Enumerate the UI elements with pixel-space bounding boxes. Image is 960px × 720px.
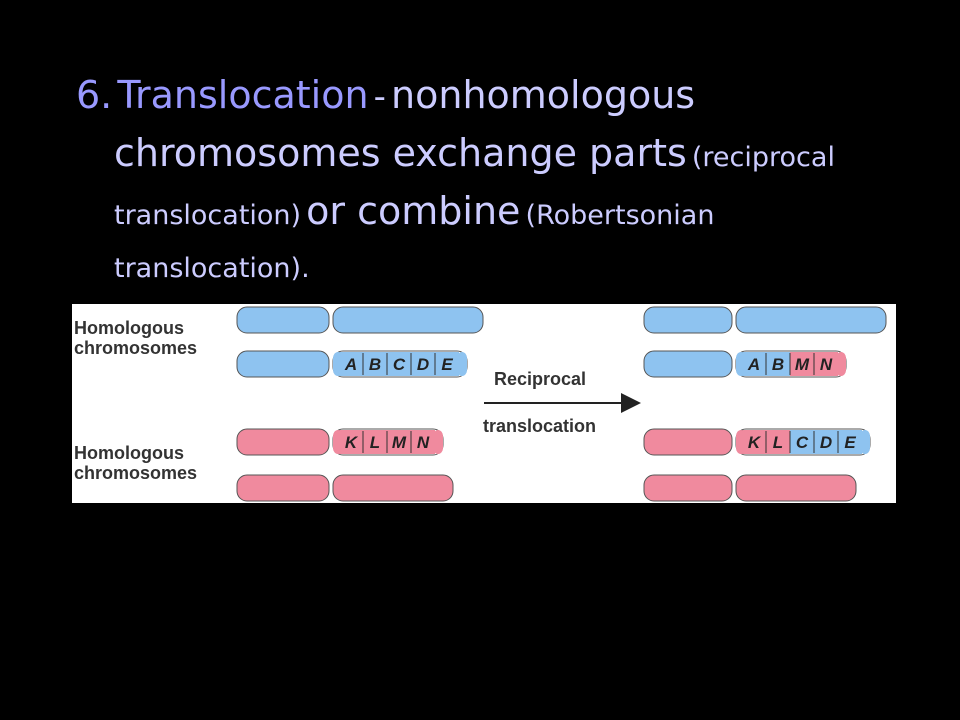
translocation-figure: Homologous chromosomes Homologous chromo… (72, 304, 896, 503)
gene-label: L (370, 433, 380, 452)
chromosome-blue-1-long-arm (332, 306, 484, 334)
arrow-label-top: Reciprocal (494, 369, 586, 389)
chromosome-red-3-band (838, 430, 862, 454)
chromosome-red-3-band (766, 430, 790, 454)
chromosome-blue-4-band (790, 352, 814, 376)
translocation-diagram: Homologous chromosomes Homologous chromo… (74, 306, 887, 502)
chromosome-blue-2-cap-right (457, 352, 467, 376)
chromosome-red-3-cap-left (736, 430, 746, 454)
group-label-1a: Homologous (74, 318, 184, 338)
heading-text-2: chromosomes exchange parts (114, 131, 687, 175)
heading-dash: - (373, 77, 386, 117)
chromosome-red-4-short-arm (643, 474, 733, 502)
gene-label: M (392, 433, 407, 452)
chromosome-red-2-long-arm (332, 474, 454, 502)
group-label-2a: Homologous (74, 443, 184, 463)
gene-label: B (369, 355, 381, 374)
slide-heading: 6. Translocation - nonhomologous chromos… (76, 70, 906, 297)
chromosome-blue-2-short-arm (236, 350, 330, 378)
chromosome-red-1-cap-left (333, 430, 343, 454)
gene-label: A (344, 355, 357, 374)
heading-text-3: (reciprocal (691, 142, 835, 173)
gene-label: A (747, 355, 760, 374)
heading-text-4: translocation) (114, 200, 302, 231)
chromosome-blue-2-cap-left (333, 352, 343, 376)
chromosome-red-3-band (790, 430, 814, 454)
gene-label: N (820, 355, 833, 374)
gene-label: C (393, 355, 406, 374)
chromosome-blue-2-band (411, 352, 435, 376)
gene-label: K (748, 433, 762, 452)
arrow-label-bottom: translocation (483, 416, 596, 436)
chromosome-red-1-band (411, 430, 435, 454)
heading-text-1: nonhomologous (391, 73, 696, 117)
chromosome-blue-4-short-arm (643, 350, 733, 378)
gene-label: C (796, 433, 809, 452)
group-label-2b: chromosomes (74, 463, 197, 483)
chromosome-blue-3-long-arm (735, 306, 887, 334)
heading-title: Translocation (117, 73, 369, 117)
chromosome-red-3-short-arm (643, 428, 733, 456)
heading-number: 6. (76, 73, 113, 117)
chromosome-red-1-band (387, 430, 411, 454)
chromosome-blue-3-short-arm (643, 306, 733, 334)
heading-text-6: (Robertsonian (525, 200, 715, 231)
gene-label: K (345, 433, 359, 452)
chromosome-blue-4-cap-left (736, 352, 746, 376)
chromosome-blue-4-band (766, 352, 790, 376)
chromosome-blue-2-band (363, 352, 387, 376)
chromosome-blue-4-band (814, 352, 838, 376)
gene-label: E (441, 355, 453, 374)
heading-text-5: or combine (306, 189, 521, 233)
chromosome-blue-4-cap-right (836, 352, 846, 376)
chromosome-red-3-band (814, 430, 838, 454)
gene-label: L (773, 433, 783, 452)
gene-label: D (417, 355, 429, 374)
chromosome-red-1-short-arm (236, 428, 330, 456)
chromosome-blue-2-band (387, 352, 411, 376)
chromosome-red-2-short-arm (236, 474, 330, 502)
gene-label: D (820, 433, 832, 452)
chromosome-red-4-long-arm (735, 474, 857, 502)
chromosome-blue-2-band (435, 352, 459, 376)
gene-label: N (417, 433, 430, 452)
gene-label: B (772, 355, 784, 374)
chromosome-red-1-cap-right (433, 430, 443, 454)
gene-label: E (844, 433, 856, 452)
chromosome-red-3-cap-right (860, 430, 870, 454)
chromosome-red-1-band (363, 430, 387, 454)
group-label-1b: chromosomes (74, 338, 197, 358)
heading-text-7: translocation). (114, 253, 310, 284)
chromosome-blue-1-short-arm (236, 306, 330, 334)
gene-label: M (795, 355, 810, 374)
